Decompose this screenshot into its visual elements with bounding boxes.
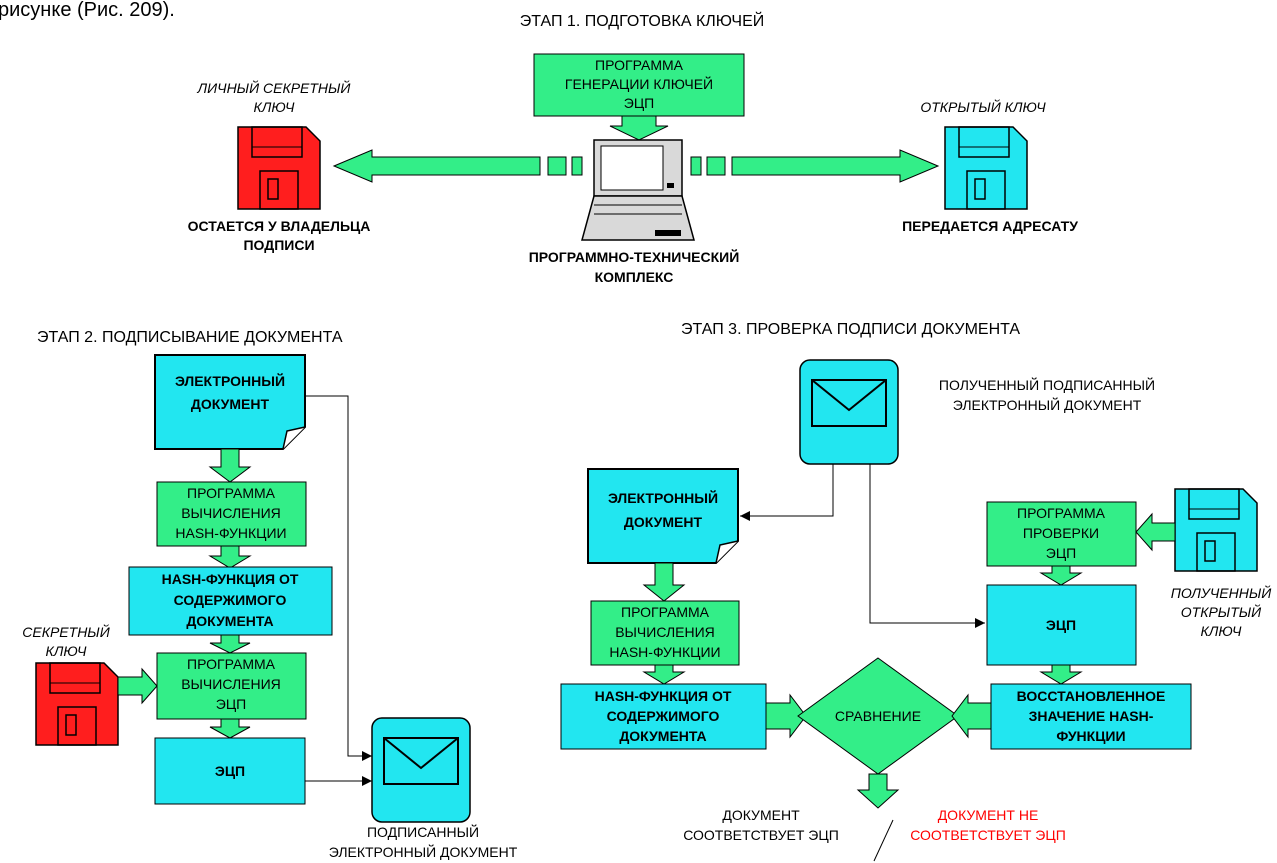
signature-to-envelope-arrowhead	[362, 776, 372, 786]
arrow-compare-to-result	[856, 773, 900, 809]
arrow-restored-to-compare	[951, 693, 992, 739]
result-divider-line	[873, 819, 894, 862]
arrow-hash-program3-to-hash	[642, 664, 686, 685]
keygen-program-line3: ЭЦП	[624, 95, 654, 111]
edoc-box-stage3	[587, 468, 739, 564]
received-key-line1: ПОЛУЧЕННЫЙ	[1171, 584, 1273, 601]
arrow-to-secret-key	[332, 149, 583, 183]
match-line1: ДОКУМЕНТ	[722, 807, 800, 823]
restored-hash-line3: ФУНКЦИИ	[1056, 728, 1125, 744]
hash-value2-line2: СОДЕРЖИМОГО	[174, 592, 287, 608]
hash-value2-line3: ДОКУМЕНТА	[186, 613, 273, 629]
complex-line1: ПРОГРАММНО-ТЕХНИЧЕСКИЙ	[529, 248, 740, 265]
secret-stays-line1: ОСТАЕТСЯ У ВЛАДЕЛЬЦА	[188, 218, 371, 234]
public-key-floppy-icon	[944, 126, 1028, 210]
keygen-program-line2: ГЕНЕРАЦИИ КЛЮЧЕЙ	[565, 75, 713, 92]
envelope-to-edoc-arrowhead	[740, 511, 750, 521]
arrow-key-to-verify	[1135, 512, 1176, 552]
envelope-to-signature-arrowhead	[975, 618, 985, 628]
arrow-sign-program-to-signature	[209, 718, 251, 739]
signature2-label: ЭЦП	[215, 763, 245, 779]
arrow-verify-to-signature	[1039, 565, 1083, 586]
stage1-title: ЭТАП 1. ПОДГОТОВКА КЛЮЧЕЙ	[520, 11, 765, 30]
arrow-hash-to-compare	[765, 693, 807, 739]
hash-program3-line2: ВЫЧИСЛЕНИЯ	[615, 624, 715, 640]
received-key-line2: ОТКРЫТЫЙ	[1181, 603, 1262, 620]
arrow-hash-program-to-hash	[208, 545, 252, 569]
verify-program-line1: ПРОГРАММА	[1017, 505, 1106, 521]
arrow-signature-to-restored	[1039, 664, 1083, 685]
signature-box-stage3	[986, 584, 1137, 666]
hash-program3-line1: ПРОГРАММА	[621, 604, 710, 620]
verify-program-box	[986, 501, 1137, 567]
hash-program3-line3: HASH-ФУНКЦИИ	[609, 644, 720, 660]
restored-hash-box	[990, 683, 1192, 750]
verify-program-line2: ПРОВЕРКИ	[1023, 525, 1099, 541]
secret-key-caption-line1: ЛИЧНЫЙ СЕКРЕТНЫЙ	[197, 79, 352, 96]
public-sent-caption: ПЕРЕДАЕТСЯ АДРЕСАТУ	[902, 218, 1078, 234]
arrow-hash-to-sign-program	[209, 634, 251, 654]
compare-label: СРАВНЕНИЕ	[835, 708, 921, 724]
envelope-to-signature-line	[869, 464, 985, 624]
match-line2: СООТВЕТСТВУЕТ ЭЦП	[683, 827, 839, 843]
arrow-edoc-to-hash-program	[208, 448, 252, 483]
edoc3-line1: ЭЛЕКТРОННЫЙ	[608, 489, 718, 506]
hash-value3-line1: HASH-ФУНКЦИЯ ОТ	[595, 688, 732, 704]
received-doc-line1: ПОЛУЧЕННЫЙ ПОДПИСАННЫЙ	[939, 376, 1155, 393]
edoc2-line1: ЭЛЕКТРОННЫЙ	[175, 372, 285, 389]
doc-to-envelope-line	[305, 395, 372, 757]
sign-program-line3: ЭЦП	[216, 696, 246, 712]
hash-value2-line1: HASH-ФУНКЦИЯ ОТ	[162, 571, 299, 587]
verify-program-line3: ЭЦП	[1046, 545, 1076, 561]
signed-doc-line1: ПОДПИСАННЫЙ	[367, 823, 479, 840]
public-key-caption: ОТКРЫТЫЙ КЛЮЧ	[920, 98, 1046, 115]
secret-key2-line2: КЛЮЧ	[46, 643, 88, 659]
stage2-title: ЭТАП 2. ПОДПИСЫВАНИЕ ДОКУМЕНТА	[37, 329, 343, 346]
signature3-label: ЭЦП	[1046, 617, 1076, 633]
secret-key2-floppy-icon	[35, 662, 119, 746]
edoc2-line2: ДОКУМЕНТ	[191, 396, 270, 412]
secret-key2-line1: СЕКРЕТНЫЙ	[22, 623, 110, 640]
received-doc-envelope-icon	[799, 359, 899, 465]
edoc3-line2: ДОКУМЕНТ	[624, 514, 703, 530]
signed-doc-envelope-icon	[371, 717, 471, 823]
keygen-program-line1: ПРОГРАММА	[595, 57, 684, 73]
stage3-title: ЭТАП 3. ПРОВЕРКА ПОДПИСИ ДОКУМЕНТА	[681, 321, 1020, 338]
secret-stays-line2: ПОДПИСИ	[243, 237, 314, 253]
arrow-secret-key-to-sign-program	[117, 667, 158, 705]
keygen-program-box	[533, 53, 745, 117]
signed-doc-line2: ЭЛЕКТРОННЫЙ ДОКУМЕНТ	[329, 843, 518, 860]
doc-to-envelope-arrowhead	[362, 751, 372, 761]
restored-hash-line2: ЗНАЧЕНИЕ HASH-	[1029, 708, 1154, 724]
hash-program2-line2: ВЫЧИСЛЕНИЯ	[181, 505, 281, 521]
hash-program-box-stage2	[156, 481, 307, 547]
hash-value-box-stage2	[128, 566, 333, 636]
received-key-line3: КЛЮЧ	[1201, 623, 1243, 639]
secret-key-floppy-icon	[237, 126, 321, 210]
keygen-down-arrow	[609, 115, 669, 141]
sign-program-line1: ПРОГРАММА	[187, 656, 276, 672]
cut-caption: рисунке (Рис. 209).	[0, 0, 175, 21]
arrow-edoc3-to-hash-program	[642, 562, 686, 602]
edoc-box-stage2	[154, 354, 306, 450]
complex-line2: КОМПЛЕКС	[595, 269, 674, 285]
received-doc-line2: ЭЛЕКТРОННЫЙ ДОКУМЕНТ	[953, 396, 1142, 413]
restored-hash-line1: ВОССТАНОВЛЕННОЕ	[1017, 688, 1166, 704]
secret-key-caption-line2: КЛЮЧ	[254, 99, 296, 115]
mismatch-line2: СООТВЕТСТВУЕТ ЭЦП	[910, 827, 1066, 843]
computer-icon	[581, 139, 695, 241]
hash-program2-line1: ПРОГРАММА	[187, 485, 276, 501]
mismatch-line1: ДОКУМЕНТ НЕ	[938, 807, 1039, 823]
signature-box-stage2	[154, 737, 306, 805]
received-key-floppy-icon	[1174, 488, 1258, 572]
hash-value3-line2: СОДЕРЖИМОГО	[607, 708, 720, 724]
hash-program2-line3: HASH-ФУНКЦИИ	[175, 525, 286, 541]
sign-program-box	[156, 652, 307, 720]
envelope-to-edoc-line	[740, 464, 834, 517]
sign-program-line2: ВЫЧИСЛЕНИЯ	[181, 676, 281, 692]
hash-value3-line3: ДОКУМЕНТА	[619, 728, 706, 744]
arrow-to-public-key	[690, 149, 940, 183]
